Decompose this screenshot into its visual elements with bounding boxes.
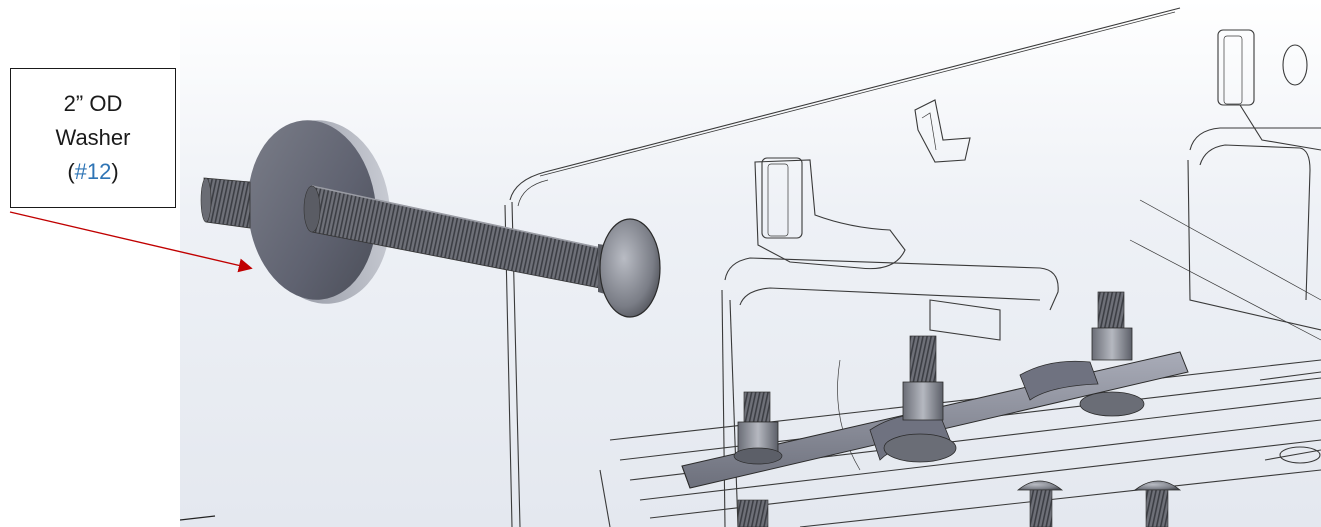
transparent-housing (504, 7, 1321, 527)
stud-middle (883, 335, 957, 463)
part-callout-box: 2” OD Washer (#12) (10, 68, 176, 208)
carriage-bolt (303, 185, 661, 318)
cad-viewport[interactable] (180, 0, 1321, 527)
stud-left (733, 391, 783, 465)
button-head-screws (737, 480, 1182, 527)
bolt-thread-rear (200, 177, 251, 229)
paren-close: ) (111, 159, 119, 184)
callout-line-od: 2” OD (63, 91, 123, 116)
part-reference-link[interactable]: #12 (74, 159, 112, 184)
stud-right (1079, 291, 1145, 417)
assembly-view (180, 7, 1321, 527)
edge-fragment (180, 515, 216, 521)
callout-part-ref-line: (#12) (67, 155, 118, 189)
callout-line-washer: Washer (55, 125, 131, 150)
paren-open: ( (67, 159, 75, 184)
